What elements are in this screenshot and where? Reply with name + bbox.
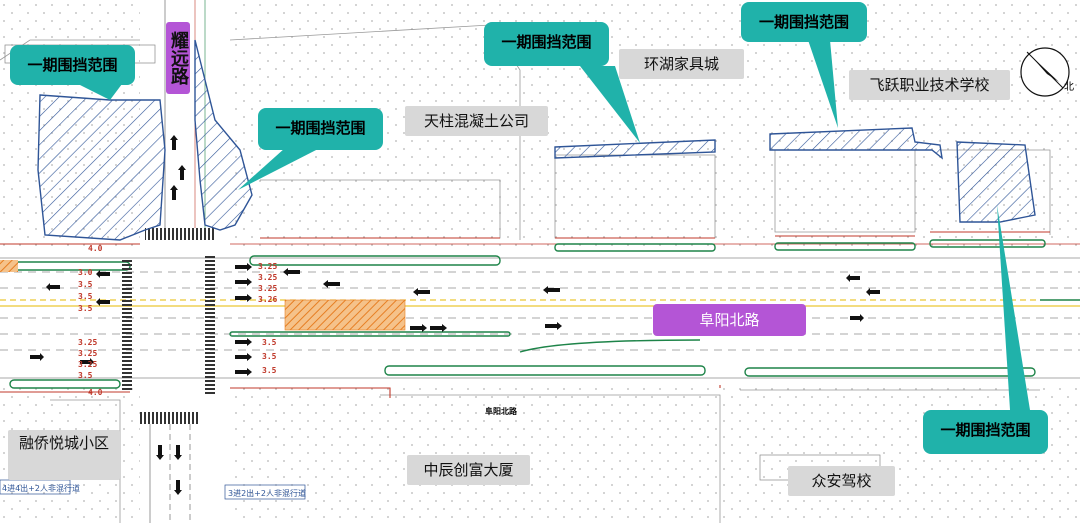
compass-north-label: 北 (1064, 82, 1074, 93)
lane-width-w3: 3.5 (78, 292, 93, 301)
arrows-cross-road (156, 135, 186, 495)
fence-callout-nw: 一期围挡范围 (10, 45, 135, 85)
pointer-c4 (808, 40, 838, 128)
pointer-c1 (70, 80, 125, 100)
lane-width-e1: 3.25 (258, 273, 278, 282)
fence-callout-ne: 一期围挡范围 (923, 410, 1048, 454)
lane-width-w5: 3.25 (78, 338, 98, 347)
lane-width-w2: 3.5 (78, 280, 93, 289)
lane-lines (0, 257, 1080, 379)
lane-width-e4: 3.5 (262, 338, 277, 347)
pointer-c5 (997, 205, 1030, 410)
label-zhongchen: 中辰创富大厦 (407, 455, 530, 485)
lane-width-w4: 3.5 (78, 304, 93, 313)
note-bottom-mid: 3进2出+2人非混行道 (228, 489, 306, 498)
fence-zone-feiyue (769, 127, 943, 160)
pointer-c3 (580, 66, 640, 143)
crosswalk-north (145, 228, 215, 240)
fence-zone-n (194, 39, 253, 231)
fence-callout-feiyue: 一期围挡范围 (741, 2, 867, 42)
lane-width-e2: 3.25 (258, 284, 278, 293)
label-cross-road: 耀远路 (166, 22, 190, 94)
lane-width-w8: 3.5 (78, 371, 93, 380)
lane-width-w9: 4.0 (88, 388, 103, 397)
label-rongqiao: 融侨悦城小区 (8, 430, 120, 480)
fence-zones (37, 39, 1036, 241)
construction-zone-west (0, 260, 18, 272)
label-tianzhu: 天柱混凝土公司 (405, 106, 548, 136)
fence-zone-ne (956, 141, 1036, 223)
lane-width-w7: 3.25 (78, 360, 98, 369)
lane-width-e5: 3.5 (262, 352, 277, 361)
fence-callout-intersection: 一期围挡范围 (258, 108, 383, 150)
lane-width-e0: 3.25 (258, 262, 278, 271)
fence-zone-huanhu (554, 139, 716, 159)
center-lines (0, 299, 1080, 307)
lane-width-e3: 3.26 (258, 295, 278, 304)
arrows-west-lanes (46, 268, 880, 306)
lane-width-w6: 3.25 (78, 349, 98, 358)
construction-zone (284, 299, 406, 331)
label-huanhu: 环湖家具城 (619, 49, 744, 79)
label-main-road: 阜阳北路 (653, 304, 806, 336)
lane-width-w1: 3.0 (78, 268, 93, 277)
callout-pointers (70, 40, 1030, 410)
crosswalk-east (205, 255, 215, 395)
lane-width-w0: 4.0 (88, 244, 103, 253)
label-main-road-small: 阜阳北路 (485, 407, 517, 416)
pointer-c2 (238, 148, 320, 190)
green-islands (9, 239, 1080, 389)
label-feiyue: 飞跃职业技术学校 (849, 70, 1010, 100)
crosswalk-west (122, 260, 132, 390)
arrows-east-lanes (30, 263, 864, 376)
fence-zone-nw (37, 94, 166, 241)
note-bottom-left: 4进4出+2人非混行道 (2, 484, 80, 493)
fence-callout-huanhu: 一期围挡范围 (484, 22, 609, 66)
label-zhongan: 众安驾校 (788, 466, 895, 496)
traffic-arrows (30, 135, 880, 495)
compass-icon (1020, 47, 1070, 97)
crosswalk-south (140, 412, 200, 424)
lane-width-e6: 3.5 (262, 366, 277, 375)
